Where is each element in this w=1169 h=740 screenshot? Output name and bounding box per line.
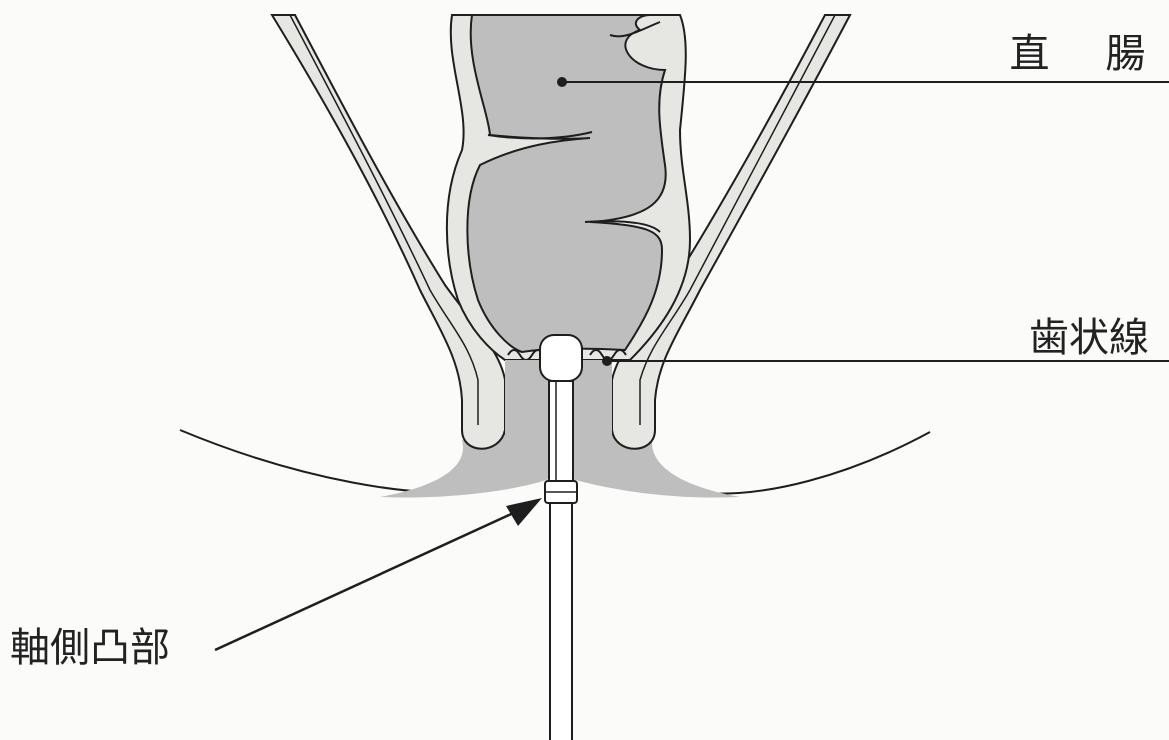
device-tip bbox=[540, 335, 582, 381]
device-handle bbox=[550, 503, 572, 740]
rectum-lumen bbox=[467, 15, 665, 352]
rectum-label: 直 腸 bbox=[1009, 34, 1147, 74]
dentate-line-label: 歯状線 bbox=[1029, 318, 1149, 358]
protrusion-arrowhead bbox=[506, 498, 542, 526]
protrusion-arrow-line bbox=[215, 510, 520, 650]
shaft-protrusion-label: 軸側凸部 bbox=[10, 628, 170, 668]
device-shaft bbox=[549, 381, 573, 481]
